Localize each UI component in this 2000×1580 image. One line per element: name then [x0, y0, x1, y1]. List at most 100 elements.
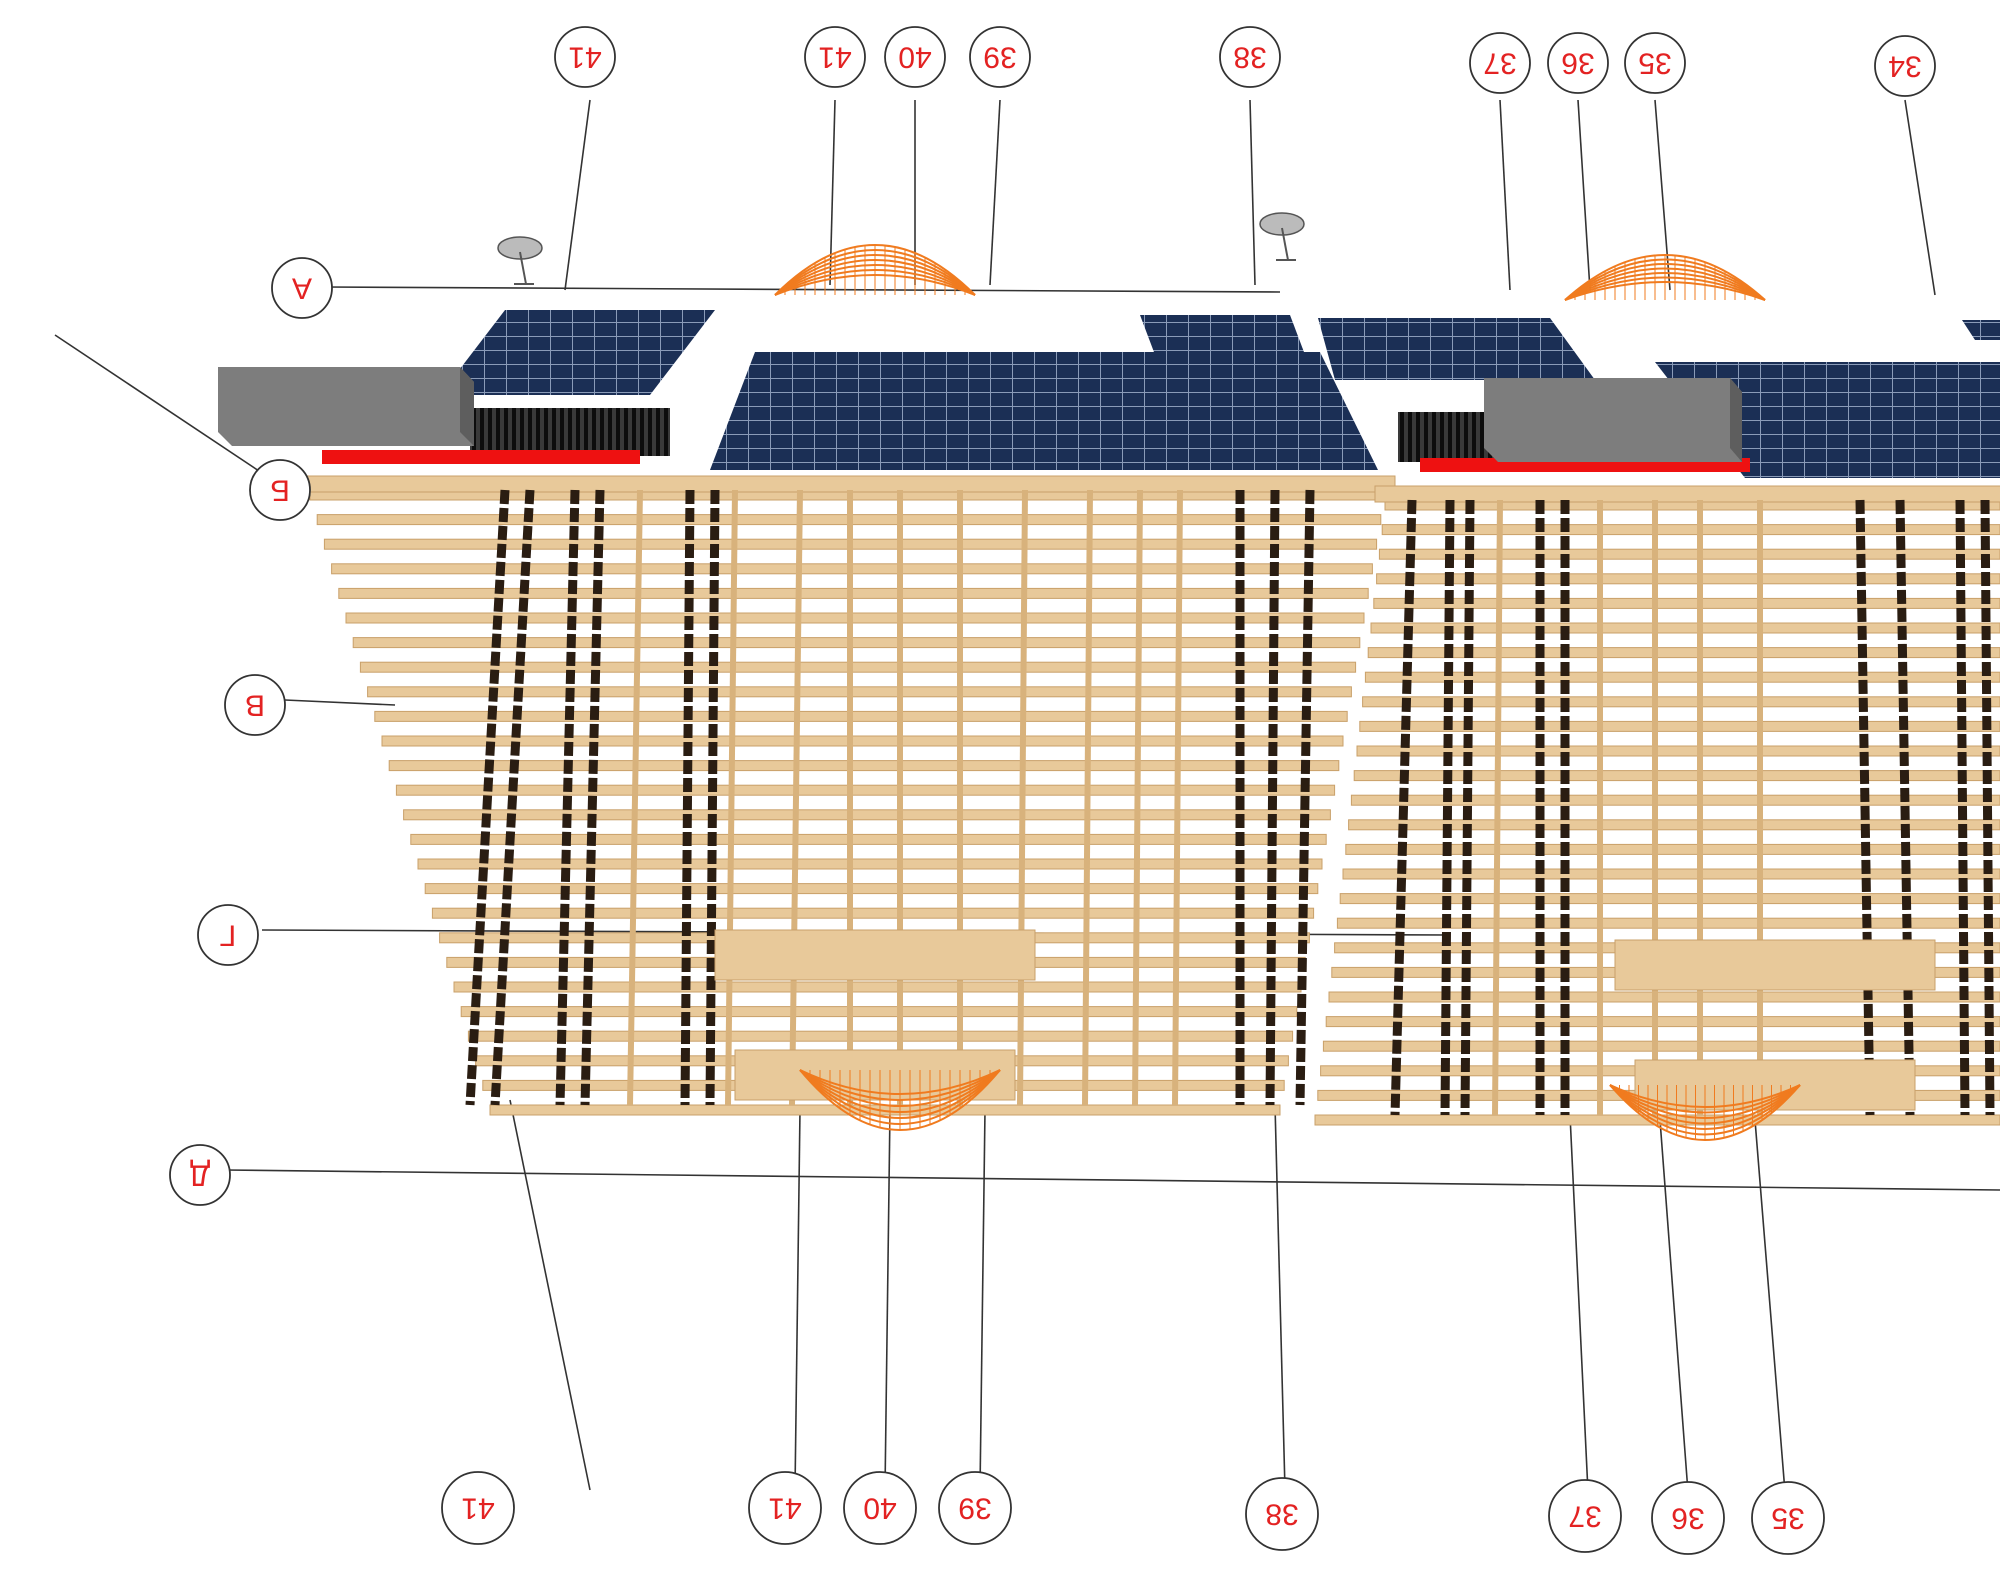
eave-beam — [299, 475, 1396, 493]
horizontal-plank — [1322, 1040, 2000, 1052]
axis-bubble: А — [271, 257, 333, 319]
horizontal-plank — [1378, 548, 2000, 560]
horizontal-plank — [417, 858, 1323, 870]
horizontal-plank — [1328, 991, 2000, 1003]
horizontal-plank — [410, 833, 1327, 845]
horizontal-plank — [1325, 1016, 2000, 1028]
satellite-dish-icon — [1259, 212, 1305, 261]
solar-panel-array — [1318, 318, 1595, 380]
axis-bubble: 37 — [1469, 32, 1531, 94]
axis-bubble-label: Д — [190, 1159, 210, 1192]
timber-frame-modules — [299, 475, 2000, 1126]
vertical-stud — [680, 489, 695, 1106]
leader-line — [54, 334, 284, 488]
horizontal-plank — [489, 1104, 1281, 1116]
vertical-stud — [1460, 499, 1475, 1116]
axis-bubble-label: 36 — [1561, 47, 1594, 80]
horizontal-plank — [1373, 597, 2000, 609]
horizontal-plank — [395, 784, 1336, 796]
horizontal-plank — [1376, 573, 2000, 585]
vertical-stud — [1172, 489, 1183, 1106]
grey-box — [460, 367, 474, 446]
orange-arch — [799, 1069, 1001, 1131]
vertical-stud — [705, 489, 720, 1106]
axis-bubble: Д — [169, 1144, 231, 1206]
leader-line — [324, 286, 1281, 293]
horizontal-plank — [367, 686, 1352, 698]
leader-line — [1569, 1114, 1589, 1493]
horizontal-plank — [1364, 671, 2000, 683]
ventilation-grille — [470, 408, 670, 456]
axis-bubble: Б — [249, 459, 311, 521]
vertical-stud — [1017, 489, 1028, 1106]
orange-arch — [1609, 1084, 1801, 1141]
axis-bubble-label: 37 — [1483, 47, 1516, 80]
axis-bubble-label: 41 — [568, 41, 601, 74]
solar-panel-array — [1140, 315, 1310, 368]
vertical-stud — [1082, 489, 1093, 1106]
horizontal-plank — [1339, 893, 2000, 905]
axis-bubble: 35 — [1751, 1481, 1825, 1555]
vertical-stud — [1855, 499, 1875, 1116]
horizontal-plank — [1342, 868, 2000, 880]
axis-bubble-label: 41 — [768, 1492, 801, 1525]
axis-bubble: 40 — [843, 1471, 917, 1545]
leader-line — [1249, 99, 1256, 286]
axis-bubble: Г — [197, 904, 259, 966]
horizontal-plank — [1359, 720, 2000, 732]
axis-leader-lines — [54, 99, 2000, 1493]
axis-bubble-label: 35 — [1771, 1502, 1804, 1535]
axis-bubble: В — [224, 674, 286, 736]
vertical-stud — [1492, 499, 1503, 1116]
axis-bubble-label: В — [245, 689, 265, 722]
roof-elements — [218, 212, 2000, 478]
leader-line — [564, 99, 591, 291]
horizontal-plank — [1350, 794, 2000, 806]
vertical-stud — [1132, 489, 1143, 1106]
axis-bubble: 35 — [1624, 32, 1686, 94]
grey-box — [1484, 378, 1742, 462]
axis-bubble-label: А — [292, 272, 312, 305]
axis-bubble-label: 40 — [863, 1492, 896, 1525]
leader-line — [884, 1109, 891, 1491]
axis-bubble: 38 — [1219, 26, 1281, 88]
axis-bubble: 36 — [1547, 32, 1609, 94]
vertical-stud — [1895, 499, 1915, 1116]
orange-arch — [1564, 254, 1766, 301]
solar-panel-array — [710, 352, 1378, 470]
leader-line — [794, 1109, 801, 1491]
axis-bubble-label: 38 — [1233, 41, 1266, 74]
leader-line — [1499, 99, 1511, 291]
vertical-stud — [465, 489, 510, 1106]
horizontal-plank — [381, 735, 1344, 747]
leader-line — [1274, 1104, 1286, 1491]
leader-line — [1904, 99, 1936, 296]
horizontal-plank — [338, 587, 1369, 599]
orange-arch-structures — [774, 244, 1801, 1141]
frame-module — [299, 475, 1396, 1116]
axis-bubble-label: 35 — [1638, 47, 1671, 80]
vertical-stud — [580, 489, 605, 1106]
vertical-stud — [490, 489, 535, 1106]
axis-bubble-label: 40 — [898, 41, 931, 74]
horizontal-plank — [388, 760, 1340, 772]
vertical-stud — [725, 489, 738, 1106]
axis-bubble-label: 37 — [1568, 1500, 1601, 1533]
leader-line — [1754, 1119, 1786, 1493]
frame-module — [1314, 485, 2000, 1126]
grey-box — [218, 367, 474, 446]
axis-bubble: 39 — [969, 26, 1031, 88]
axis-bubble-label: 39 — [983, 41, 1016, 74]
horizontal-plank — [374, 710, 1348, 722]
horizontal-plank — [1356, 745, 2000, 757]
axis-bubble-label: 39 — [958, 1492, 991, 1525]
axis-bubble: 38 — [1245, 1477, 1319, 1551]
horizontal-plank — [460, 1006, 1298, 1018]
leader-line — [1577, 99, 1591, 291]
header-box — [1614, 939, 1936, 991]
axis-bubble-label: 38 — [1265, 1498, 1298, 1531]
leader-line — [509, 1099, 591, 1491]
axis-bubble: 37 — [1548, 1479, 1622, 1553]
